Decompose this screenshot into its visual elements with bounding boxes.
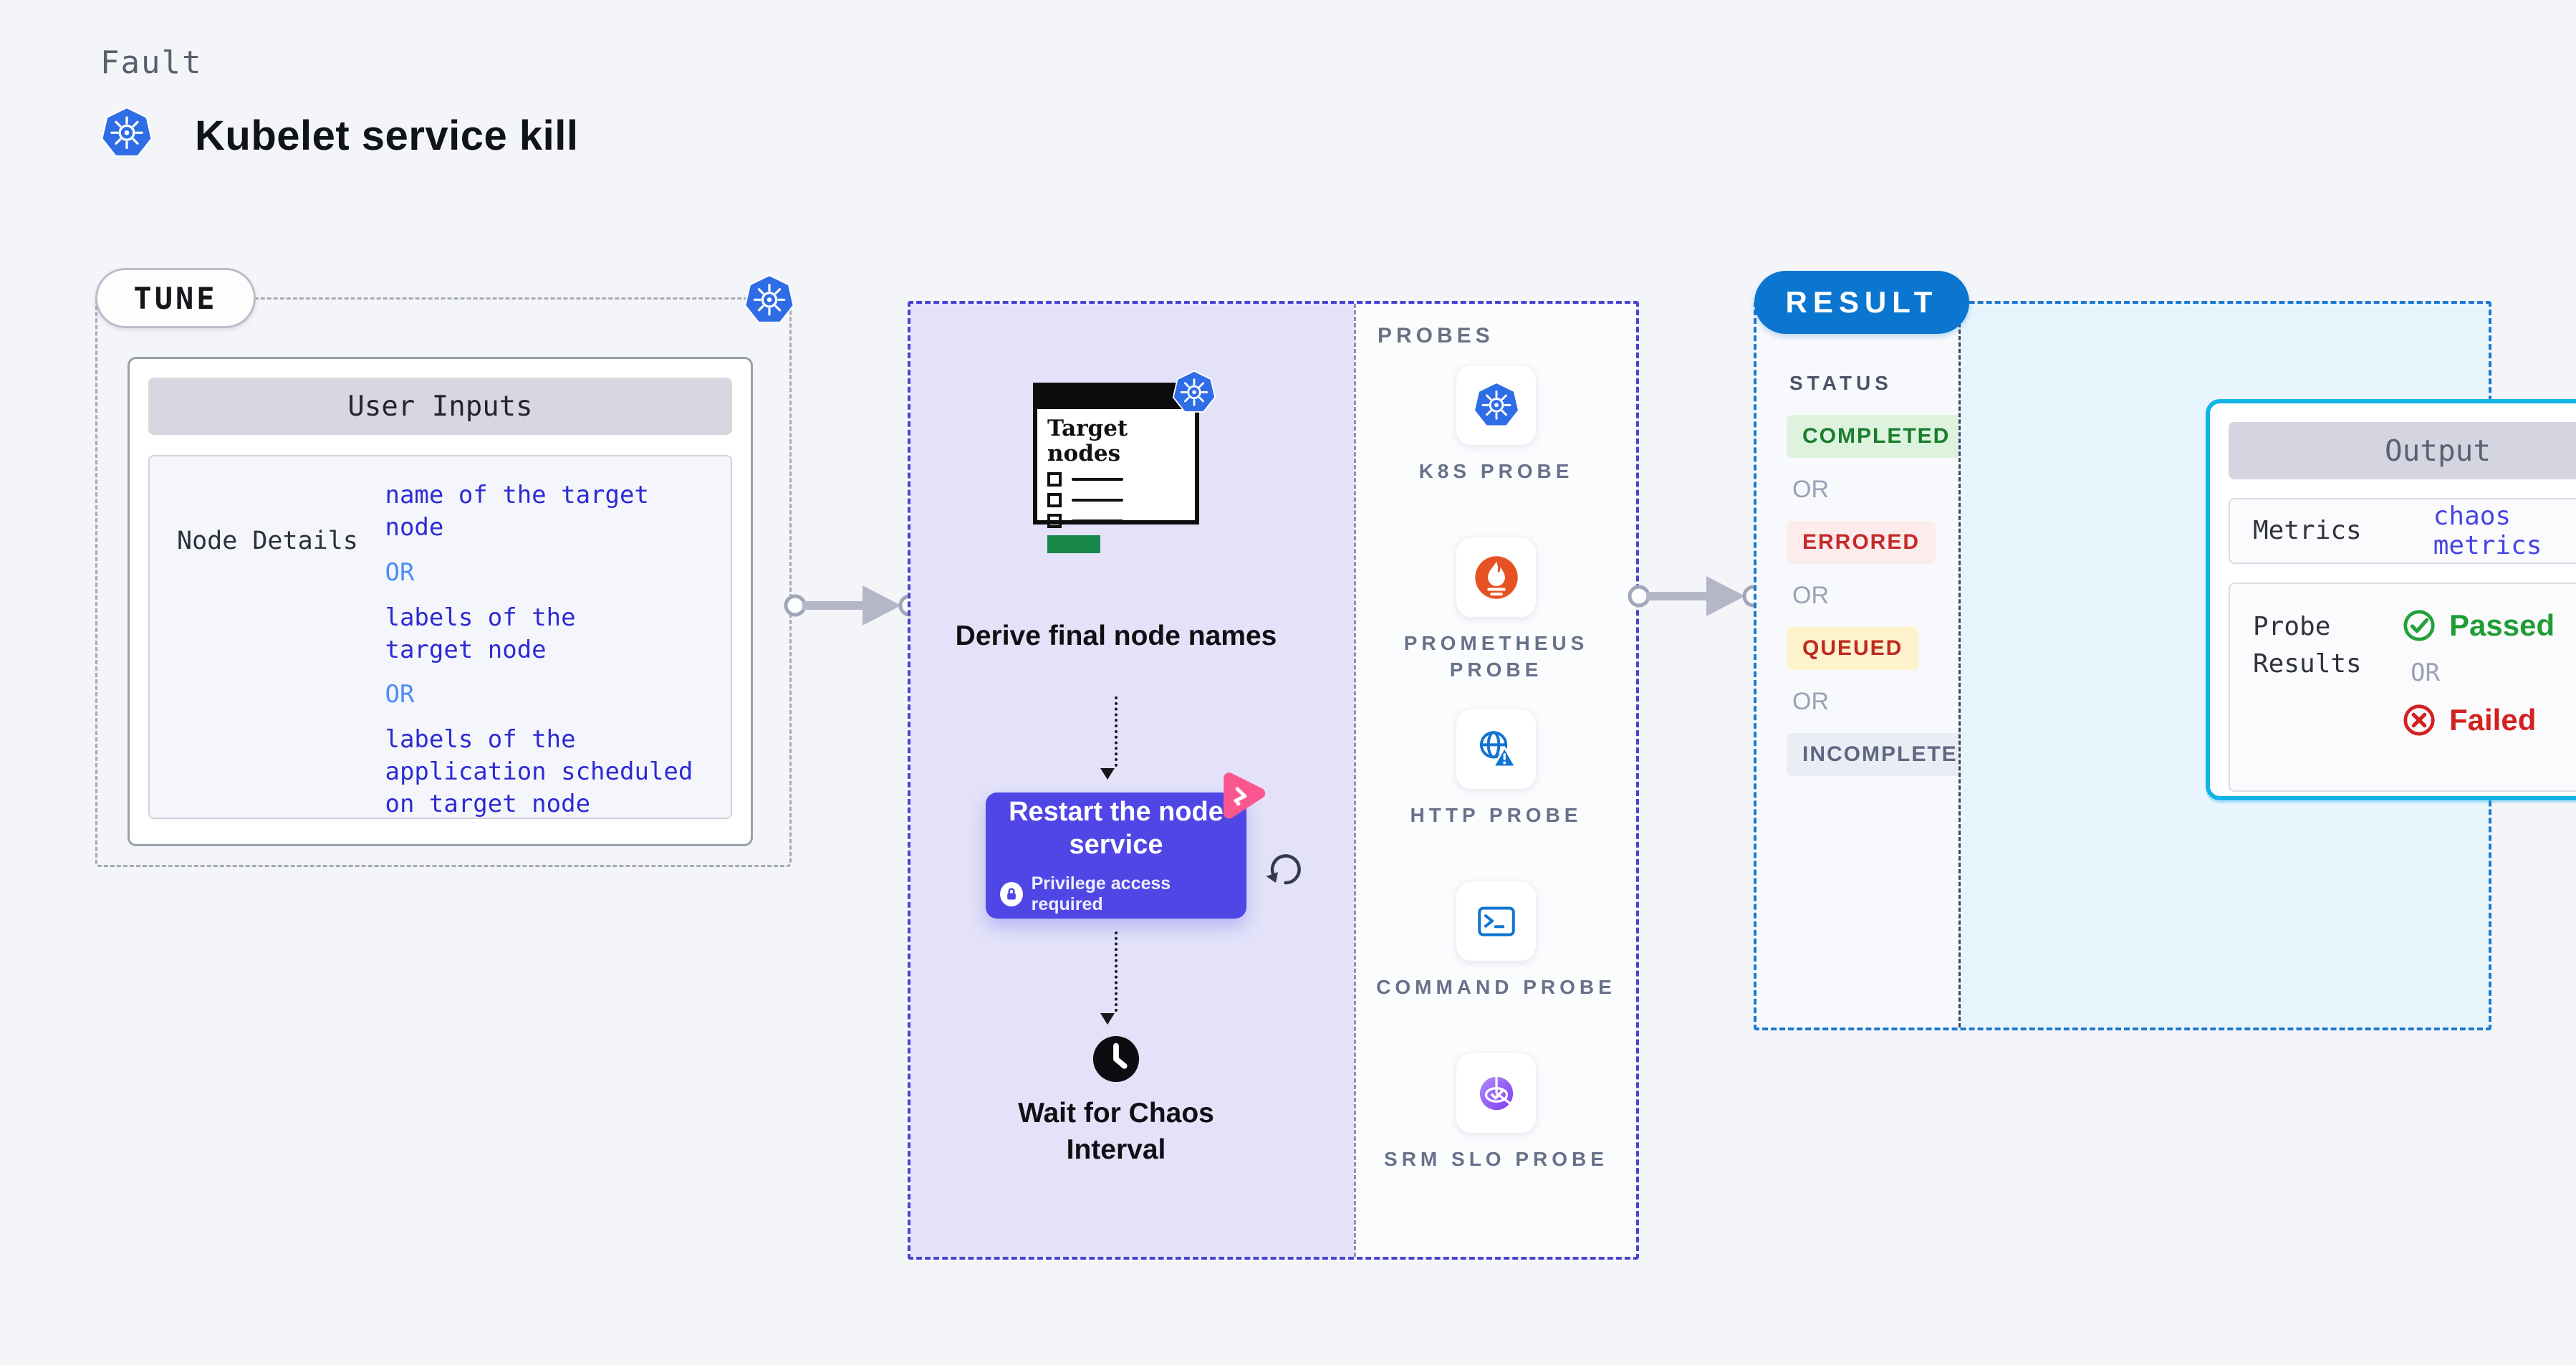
probe-label: SRM SLO PROBE bbox=[1384, 1148, 1608, 1170]
chaos-fault-icon bbox=[1224, 772, 1266, 819]
target-nodes-document: Target nodes bbox=[1033, 383, 1199, 554]
node-details-values: name of the target node OR labels of the… bbox=[385, 479, 703, 818]
flow-arrow-execution-to-result bbox=[1628, 576, 1765, 616]
checkbox-icon bbox=[1047, 472, 1062, 487]
user-inputs-card: User Inputs Node Details name of the tar… bbox=[128, 357, 753, 846]
probe-item-k8s: K8S PROBE bbox=[1375, 365, 1618, 528]
status-title: STATUS bbox=[1789, 372, 1893, 394]
value-node-name: name of the target node bbox=[385, 481, 649, 542]
probe-item-http: HTTP PROBE bbox=[1375, 709, 1618, 872]
probe-results-label: Probe Results bbox=[2253, 612, 2362, 679]
document-header-bar bbox=[1037, 386, 1196, 409]
metrics-row: Metrics chaos metrics bbox=[2229, 498, 2576, 564]
probe-card bbox=[1456, 537, 1537, 618]
checklist-row bbox=[1047, 472, 1185, 487]
loop-refresh-icon bbox=[1266, 854, 1301, 885]
or-separator: OR bbox=[385, 557, 415, 587]
status-badge-completed: COMPLETED bbox=[1787, 415, 1966, 458]
flow-arrow-tune-to-execution bbox=[784, 585, 921, 626]
restart-node-service-step: Restart the node service Privilege acces… bbox=[986, 792, 1246, 919]
or-separator: OR bbox=[2411, 658, 2440, 687]
value-node-labels: labels of the target node bbox=[385, 603, 576, 664]
status-badge-incompleted: INCOMPLETED bbox=[1787, 733, 1991, 776]
probe-label: K8S PROBE bbox=[1418, 460, 1574, 482]
probe-label: PROMETHEUS PROBE bbox=[1403, 632, 1589, 681]
probe-label: COMMAND PROBE bbox=[1376, 976, 1616, 998]
failed-label: Failed bbox=[2449, 703, 2537, 737]
derive-node-names-step: Derive final node names bbox=[955, 621, 1277, 651]
user-inputs-table: Node Details name of the target node OR … bbox=[148, 455, 732, 819]
probe-card bbox=[1456, 1053, 1537, 1134]
result-output-panel: Output Metrics chaos metrics Probe Resul… bbox=[1959, 304, 2576, 1028]
kubernetes-icon bbox=[1473, 381, 1520, 430]
privilege-note: Privilege access required bbox=[1000, 873, 1232, 915]
or-separator: OR bbox=[1792, 582, 1829, 609]
fault-eyebrow: Fault bbox=[100, 44, 203, 81]
result-section: STATUS COMPLETED OR ERRORED OR QUEUED OR… bbox=[1754, 271, 2576, 1030]
x-circle-icon bbox=[2403, 704, 2435, 736]
page-title: Kubelet service kill bbox=[195, 112, 579, 159]
metrics-label: Metrics bbox=[2253, 515, 2362, 545]
arrow-down-icon bbox=[1100, 1013, 1115, 1025]
probe-item-command: COMMAND PROBE bbox=[1375, 881, 1618, 1044]
command-terminal-icon bbox=[1477, 906, 1515, 936]
or-separator: OR bbox=[385, 680, 415, 709]
or-separator: OR bbox=[1792, 688, 1829, 715]
flow-connector bbox=[1115, 696, 1118, 767]
passed-line: Passed bbox=[2402, 608, 2555, 643]
probe-results-values: Passed OR Failed bbox=[2402, 608, 2555, 766]
restart-step-title: Restart the node service bbox=[1009, 797, 1224, 860]
probe-results-row: Probe Results Passed OR bbox=[2229, 583, 2576, 792]
text-line bbox=[1072, 499, 1123, 502]
probe-card bbox=[1456, 709, 1537, 790]
probe-card bbox=[1456, 365, 1537, 446]
output-card: Output Metrics chaos metrics Probe Resul… bbox=[2206, 399, 2576, 800]
or-separator: OR bbox=[1792, 476, 1829, 503]
tune-badge: TUNE bbox=[95, 268, 256, 328]
status-stack: COMPLETED OR ERRORED OR QUEUED OR INCOMP… bbox=[1787, 415, 1991, 776]
http-globe-warning-icon bbox=[1479, 730, 1517, 767]
execution-canvas: Target nodes Derive final node names Res… bbox=[910, 304, 1354, 1257]
flow-connector bbox=[1115, 931, 1118, 1012]
target-nodes-title: Target nodes bbox=[1047, 416, 1128, 466]
status-badge-queued: QUEUED bbox=[1787, 627, 1919, 670]
execution-section: Target nodes Derive final node names Res… bbox=[908, 301, 1639, 1260]
probes-panel: PROBES K8S PROBE bbox=[1354, 304, 1636, 1257]
kubernetes-icon bbox=[1172, 370, 1216, 416]
probe-label: HTTP PROBE bbox=[1410, 804, 1582, 826]
privilege-note-text: Privilege access required bbox=[1031, 873, 1171, 914]
metrics-value: chaos metrics bbox=[2433, 502, 2542, 560]
checklist-row bbox=[1047, 493, 1185, 508]
probe-item-prometheus: PROMETHEUS PROBE bbox=[1375, 537, 1618, 700]
status-badge-errored: ERRORED bbox=[1787, 521, 1936, 564]
status-column: STATUS COMPLETED OR ERRORED OR QUEUED OR… bbox=[1756, 304, 1991, 1028]
arrow-down-icon bbox=[1100, 768, 1115, 780]
clock-icon bbox=[1092, 1035, 1140, 1083]
green-progress-bar bbox=[1047, 535, 1100, 554]
node-details-label: Node Details bbox=[177, 527, 358, 555]
text-line bbox=[1072, 519, 1123, 523]
wait-chaos-interval-step: Wait for Chaos Interval bbox=[1018, 1098, 1214, 1165]
failed-line: Failed bbox=[2402, 703, 2555, 737]
checkbox-icon bbox=[1047, 493, 1062, 508]
output-title: Output bbox=[2229, 422, 2576, 479]
prometheus-icon bbox=[1474, 555, 1518, 599]
kubernetes-icon bbox=[744, 274, 795, 327]
result-badge: RESULT bbox=[1754, 271, 1969, 334]
srm-slo-pie-icon bbox=[1479, 1076, 1513, 1110]
checkbox-icon bbox=[1047, 514, 1062, 529]
probe-item-srm-slo: SRM SLO PROBE bbox=[1375, 1053, 1618, 1216]
passed-label: Passed bbox=[2449, 608, 2555, 642]
kubernetes-logo-icon bbox=[100, 106, 153, 161]
user-inputs-title: User Inputs bbox=[148, 378, 732, 435]
text-line bbox=[1072, 478, 1123, 482]
checklist-row bbox=[1047, 514, 1185, 529]
check-circle-icon bbox=[2403, 610, 2435, 641]
probe-list: K8S PROBE PROMETHEUS PROBE bbox=[1356, 365, 1636, 1216]
tune-section: TUNE User Inputs Node Details name of th… bbox=[95, 268, 792, 867]
lock-icon bbox=[1000, 881, 1023, 906]
probes-title: PROBES bbox=[1378, 324, 1494, 348]
value-app-labels: labels of the application scheduled on t… bbox=[385, 725, 693, 818]
probe-card bbox=[1456, 881, 1537, 962]
